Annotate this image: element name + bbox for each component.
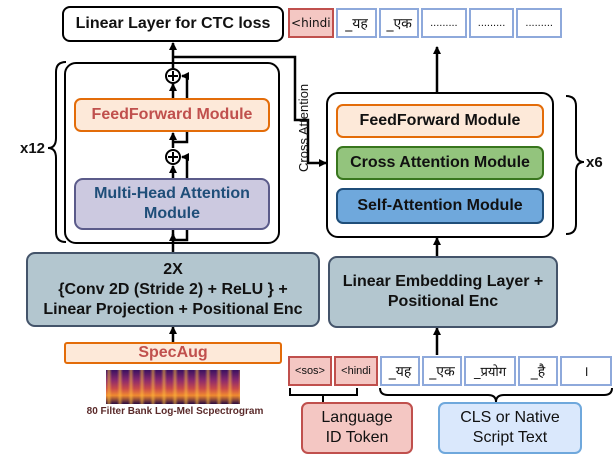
output-token: ......... xyxy=(421,8,467,38)
encoder-attention-label: Multi-Head Attention Module xyxy=(94,185,250,222)
embedding-line-1: Linear Embedding Layer + xyxy=(342,273,544,290)
output-token-row: <hindi _यह _एक ......... ......... .....… xyxy=(288,8,563,38)
script-text-legend: CLS or Native Script Text xyxy=(438,402,582,454)
decoder-cross-attention-module: Cross Attention Module xyxy=(336,146,544,180)
spectrogram-image xyxy=(106,370,240,404)
decoder-cross-attention-label: Cross Attention Module xyxy=(350,154,530,171)
linear-embedding-block: Linear Embedding Layer + Positional Enc xyxy=(328,256,558,328)
cross-attention-link-label: Cross Attention xyxy=(296,83,311,172)
spectrogram-caption: 80 Filter Bank Log-Mel Scpectrogram xyxy=(86,406,264,417)
output-token: ......... xyxy=(468,8,515,38)
script-text-brace xyxy=(379,387,613,403)
input-token-row: <sos> <hindi _यह _एक _प्रयोग _है । xyxy=(288,356,614,386)
encoder-block xyxy=(64,62,280,244)
output-token-lang: <hindi xyxy=(288,8,334,38)
input-token-lang: <hindi xyxy=(334,356,378,386)
embedding-line-2: Positional Enc xyxy=(387,293,499,310)
ctc-linear-layer: Linear Layer for CTC loss xyxy=(62,6,284,42)
cross-attention-link xyxy=(173,55,327,167)
decoder-repeat-label: x6 xyxy=(586,154,603,171)
encoder-repeat-label: x12 xyxy=(20,140,46,157)
specaug-block: SpecAug xyxy=(64,342,282,364)
input-token: । xyxy=(560,356,612,386)
encoder-feedforward-label: FeedForward Module xyxy=(91,106,253,123)
output-token: _एक xyxy=(379,8,420,38)
conv-line-1: 2X xyxy=(163,260,183,278)
specaug-label: SpecAug xyxy=(138,344,208,361)
encoder-multihead-attention-module: Multi-Head Attention Module xyxy=(74,178,270,230)
input-token: _यह xyxy=(380,356,420,386)
ctc-linear-layer-label: Linear Layer for CTC loss xyxy=(75,15,271,32)
conv-subsampling-block: 2X {Conv 2D (Stride 2) + ReLU } + Linear… xyxy=(26,252,320,327)
language-token-brace xyxy=(289,388,358,402)
decoder-self-attention-module: Self-Attention Module xyxy=(336,188,544,224)
language-id-token-legend: Language ID Token xyxy=(301,402,413,454)
input-token: _एक xyxy=(422,356,462,386)
input-token: _प्रयोग xyxy=(464,356,516,386)
decoder-feedforward-label: FeedForward Module xyxy=(359,112,521,129)
encoder-feedforward-module: FeedForward Module xyxy=(74,98,270,132)
decoder-self-attention-label: Self-Attention Module xyxy=(357,197,523,214)
encoder-repeat-brace xyxy=(47,61,67,243)
script-legend-line-2: Script Text xyxy=(472,429,548,446)
decoder-repeat-brace xyxy=(565,95,585,235)
output-token: ......... xyxy=(516,8,563,38)
output-token: _यह xyxy=(335,8,378,38)
conv-line-2: {Conv 2D (Stride 2) + ReLU } + xyxy=(58,280,288,298)
script-legend-line-1: CLS or Native xyxy=(460,409,560,426)
decoder-feedforward-module: FeedForward Module xyxy=(336,104,544,138)
language-legend-line-1: Language xyxy=(321,409,393,426)
conv-line-3: Linear Projection + Positional Enc xyxy=(43,300,303,318)
input-token-sos: <sos> xyxy=(288,356,332,386)
input-token: _है xyxy=(518,356,558,386)
language-legend-line-2: ID Token xyxy=(325,429,389,446)
